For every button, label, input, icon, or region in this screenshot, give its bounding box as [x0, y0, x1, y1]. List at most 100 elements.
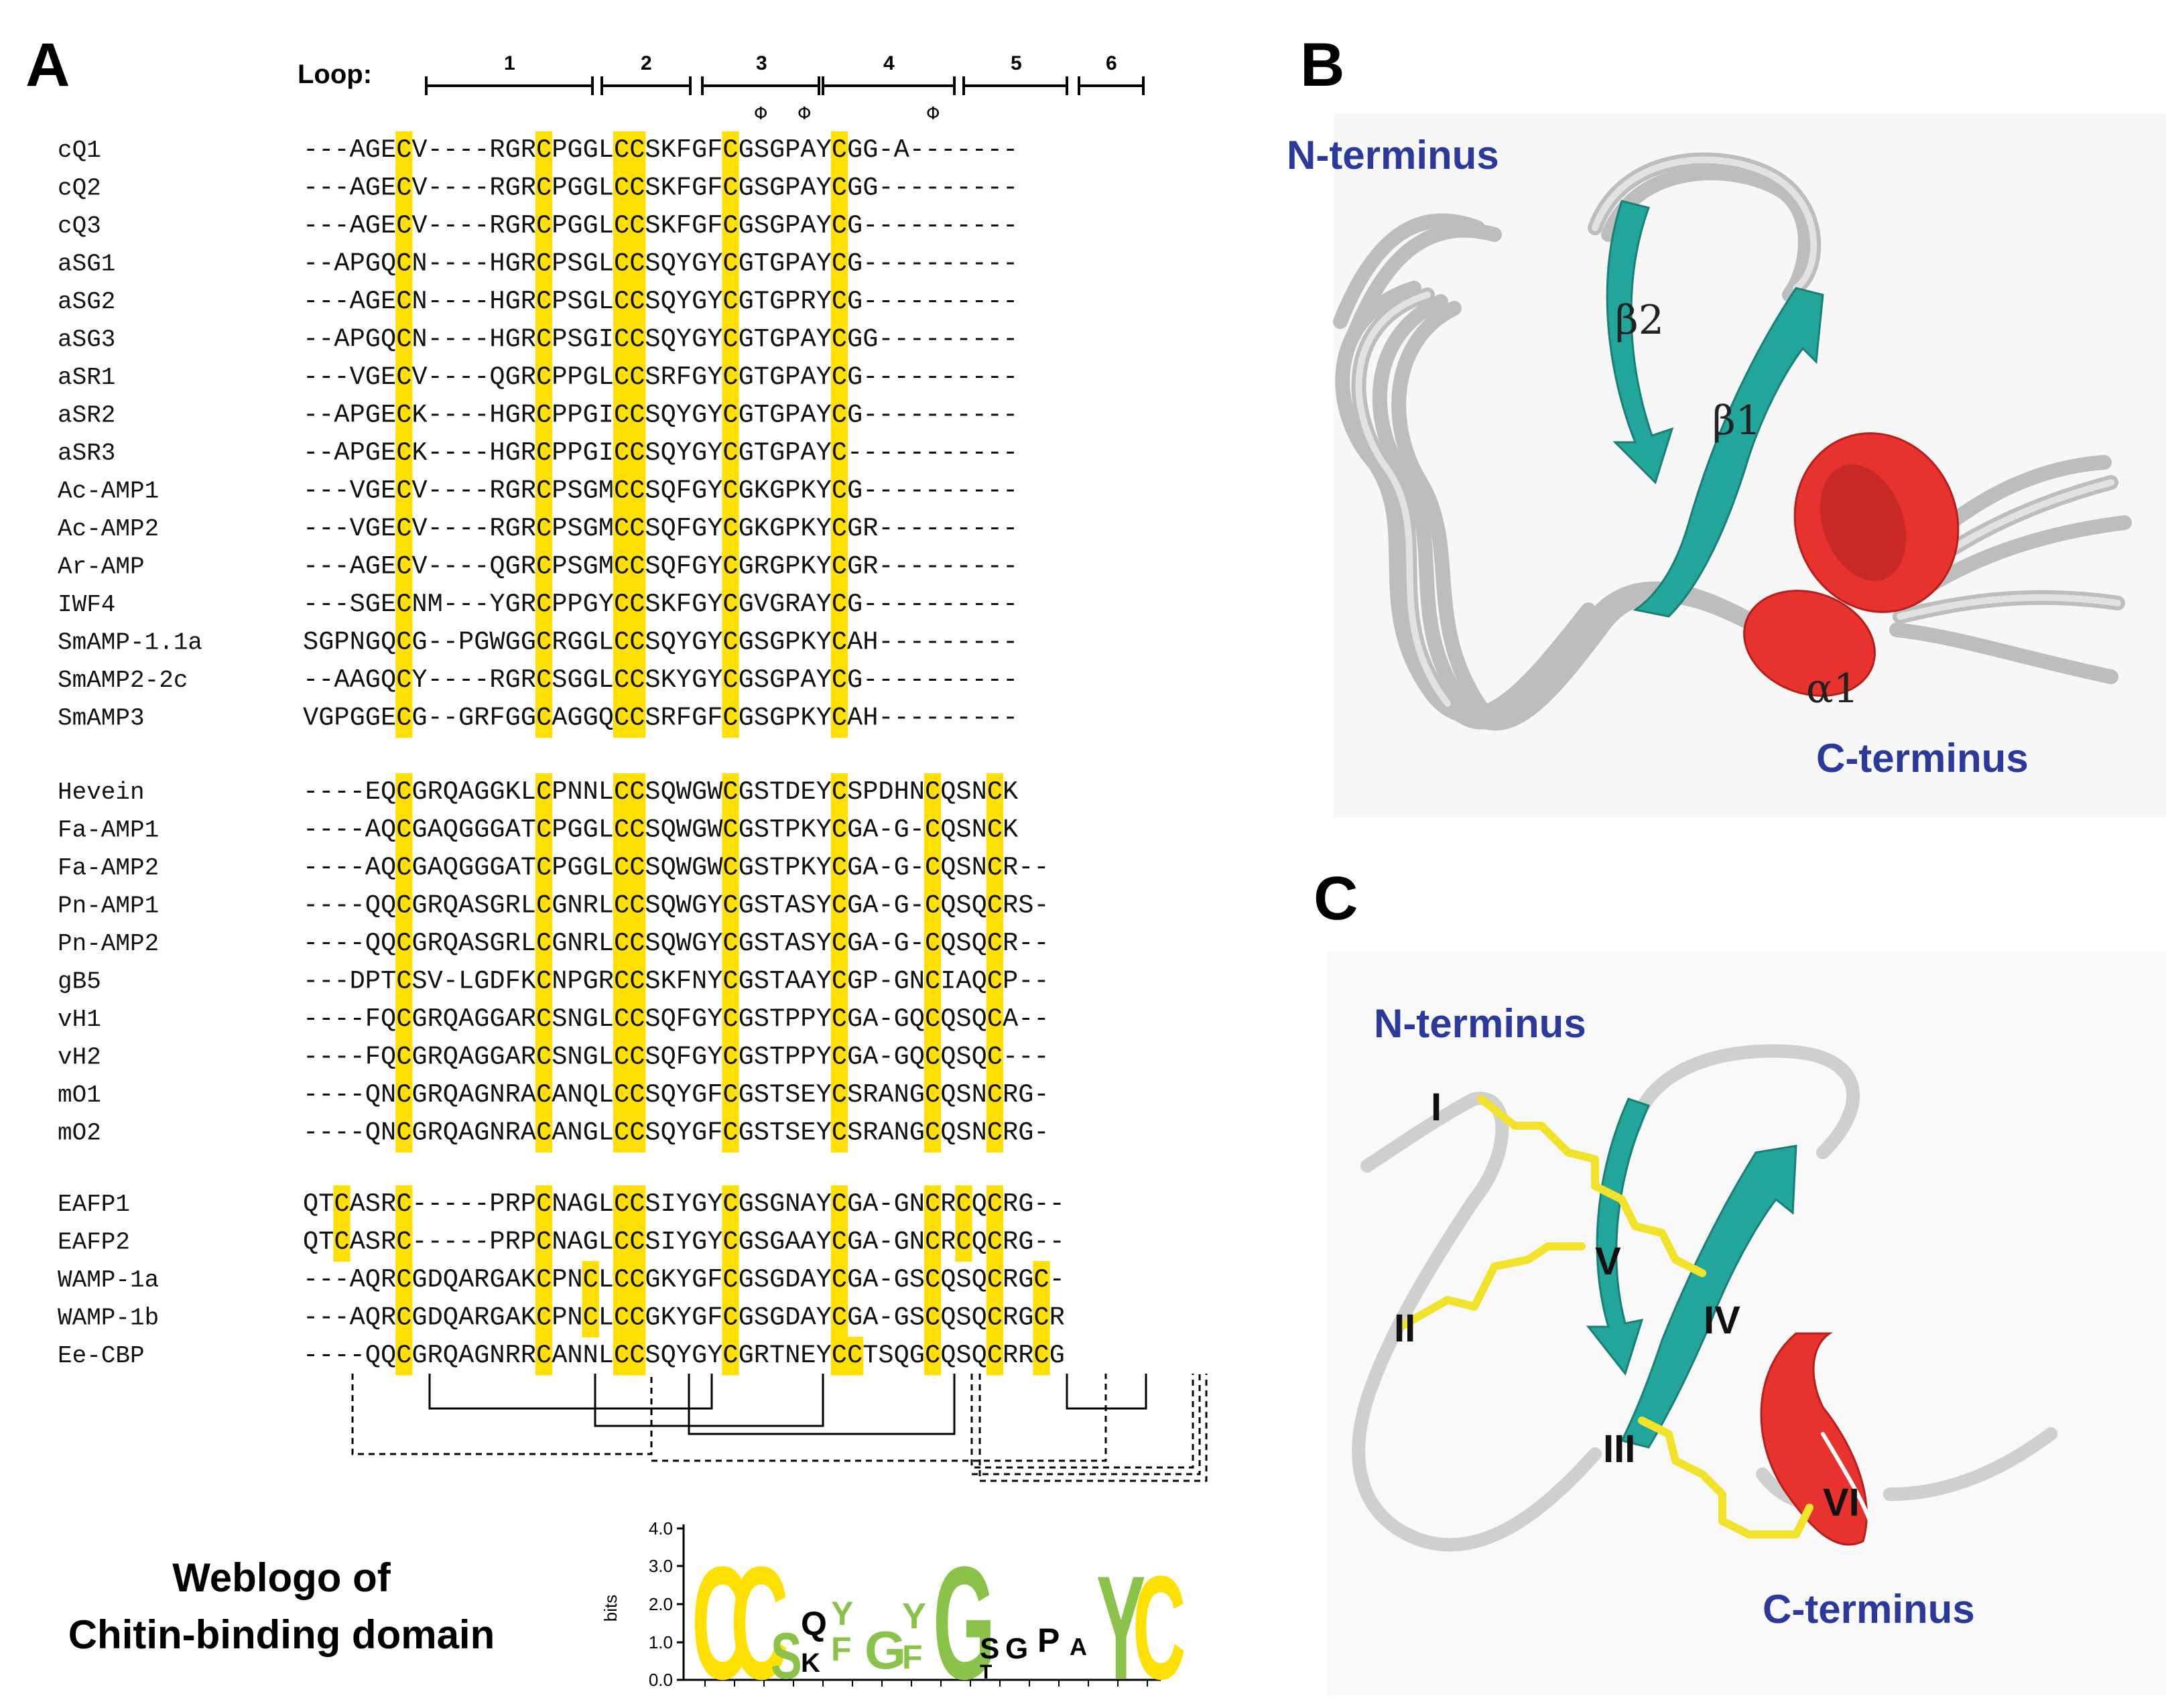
cysteine-highlight [395, 1114, 413, 1153]
cysteine-highlight [613, 886, 631, 925]
cysteine-highlight [629, 547, 646, 586]
cysteine-highlight [986, 811, 1003, 850]
cysteine-highlight [613, 320, 631, 359]
panel-c-background [1327, 951, 2166, 1695]
cysteine-highlight [613, 1114, 631, 1153]
svg-text:G: G [865, 1620, 906, 1680]
cysteine-highlight [535, 245, 553, 283]
cysteine-highlight [986, 1076, 1003, 1115]
cysteine-highlight [924, 962, 942, 1001]
sequence-name: gB5 [58, 968, 101, 996]
sequence-string: ----FQCGRQAGGARCSNGLCCSQFGYCGSTPPYCGA-GQ… [303, 1004, 1049, 1034]
cysteine-highlight [722, 661, 739, 700]
cysteine-highlight [722, 1038, 739, 1077]
cysteine-highlight [830, 358, 848, 397]
cysteine-highlight [722, 320, 739, 359]
sequence-name: SmAMP3 [58, 705, 145, 732]
weblogo-title-line2: Chitin-binding domain [68, 1612, 495, 1657]
cysteine-highlight [629, 699, 646, 738]
cysteine-highlight [986, 962, 1003, 1001]
sequence-name: aSG1 [58, 251, 115, 278]
disulfide-label-vi: VI [1823, 1481, 1860, 1524]
cysteine-highlight [986, 886, 1003, 925]
cysteine-highlight [395, 699, 413, 738]
loop-brackets [425, 76, 1145, 95]
svg-text:S: S [980, 1632, 999, 1665]
svg-text:C: C [730, 1534, 789, 1708]
sequence-name: Hevein [58, 779, 145, 806]
sequence-string: ---VGECV----RGRCPSGMCCSQFGYCGKGPKYCGR---… [303, 514, 1018, 543]
cysteine-highlight [395, 623, 413, 662]
svg-text:K: K [801, 1648, 820, 1678]
cysteine-highlight [333, 1185, 351, 1224]
sequence-name: Fa-AMP1 [58, 817, 159, 844]
cysteine-highlight [924, 1223, 942, 1262]
cysteine-highlight [613, 699, 631, 738]
cysteine-highlight [722, 283, 739, 322]
c-terminus-label: C-terminus [1816, 736, 2029, 781]
cysteine-highlight [986, 1114, 1003, 1153]
cysteine-highlight [395, 510, 413, 549]
cysteine-highlight [722, 169, 739, 208]
cysteine-highlight [924, 1038, 942, 1077]
cysteine-highlight [629, 925, 646, 964]
ytick: 2.0 [649, 1594, 673, 1614]
c-terminus-label: C-terminus [1763, 1587, 1975, 1632]
cysteine-highlight [629, 1299, 646, 1337]
cysteine-highlight [830, 1038, 848, 1077]
cysteine-highlight [1033, 1261, 1050, 1300]
cysteine-highlight [395, 1000, 413, 1039]
cysteine-highlight [535, 773, 553, 812]
cysteine-highlight [722, 586, 739, 625]
cysteine-highlight [830, 586, 848, 625]
sequence-name: vH1 [58, 1006, 101, 1033]
cysteine-highlight [613, 547, 631, 586]
ytick: 1.0 [649, 1632, 673, 1652]
cysteine-highlight [395, 849, 413, 888]
cysteine-highlight [722, 811, 739, 850]
cysteine-highlight [535, 925, 553, 964]
cysteine-highlight [582, 1299, 599, 1337]
sequence-name: EAFP1 [58, 1191, 130, 1218]
cysteine-highlight [535, 510, 553, 549]
cysteine-highlight [395, 661, 413, 700]
loop-number-3: 3 [756, 52, 767, 74]
cysteine-highlight [722, 131, 739, 170]
cysteine-highlight [629, 1000, 646, 1039]
cysteine-highlight [830, 699, 848, 738]
cysteine-highlight [830, 661, 848, 700]
cysteine-highlight [535, 1000, 553, 1039]
sequence-name: SmAMP2-2c [58, 667, 188, 694]
cysteine-highlight [629, 396, 646, 435]
sequence-string: ----EQCGRQAGGKLCPNNLCCSQWGWCGSTDEYCSPDHN… [303, 777, 1019, 807]
cysteine-highlight [613, 131, 631, 170]
sequence-string: ---AGECV----RGRCPGGLCCSKFGFCGSGPAYCGG---… [303, 174, 1018, 203]
cysteine-highlight [722, 962, 739, 1001]
cysteine-highlight [613, 1185, 631, 1224]
sequence-string: ---DPTCSV-LGDFKCNPGRCCSKFNYCGSTAAYCGP-GN… [303, 967, 1049, 996]
cysteine-highlight [722, 245, 739, 283]
cysteine-highlight [395, 925, 413, 964]
cysteine-highlight [986, 1038, 1003, 1077]
cysteine-highlight [613, 510, 631, 549]
cysteine-highlight [629, 1076, 646, 1115]
loop-number-2: 2 [641, 52, 652, 74]
cysteine-highlight [535, 886, 553, 925]
cysteine-highlight [722, 623, 739, 662]
cysteine-highlight [722, 396, 739, 435]
cysteine-highlight [830, 434, 848, 473]
cysteine-highlight [629, 131, 646, 170]
cysteine-highlight [629, 586, 646, 625]
cysteine-highlight [986, 773, 1003, 812]
cysteine-highlight [535, 1076, 553, 1115]
cysteine-highlight [924, 1261, 942, 1300]
cysteine-highlight [613, 207, 631, 246]
sequence-name: WAMP-1a [58, 1266, 159, 1294]
cartoon-with-disulfides [1352, 1044, 2057, 1552]
cysteine-highlight [629, 811, 646, 850]
cysteine-highlight [535, 811, 553, 850]
cysteine-highlight [722, 1185, 739, 1224]
cysteine-highlight [722, 510, 739, 549]
cysteine-highlight [955, 1185, 972, 1224]
cysteine-highlight [629, 962, 646, 1001]
